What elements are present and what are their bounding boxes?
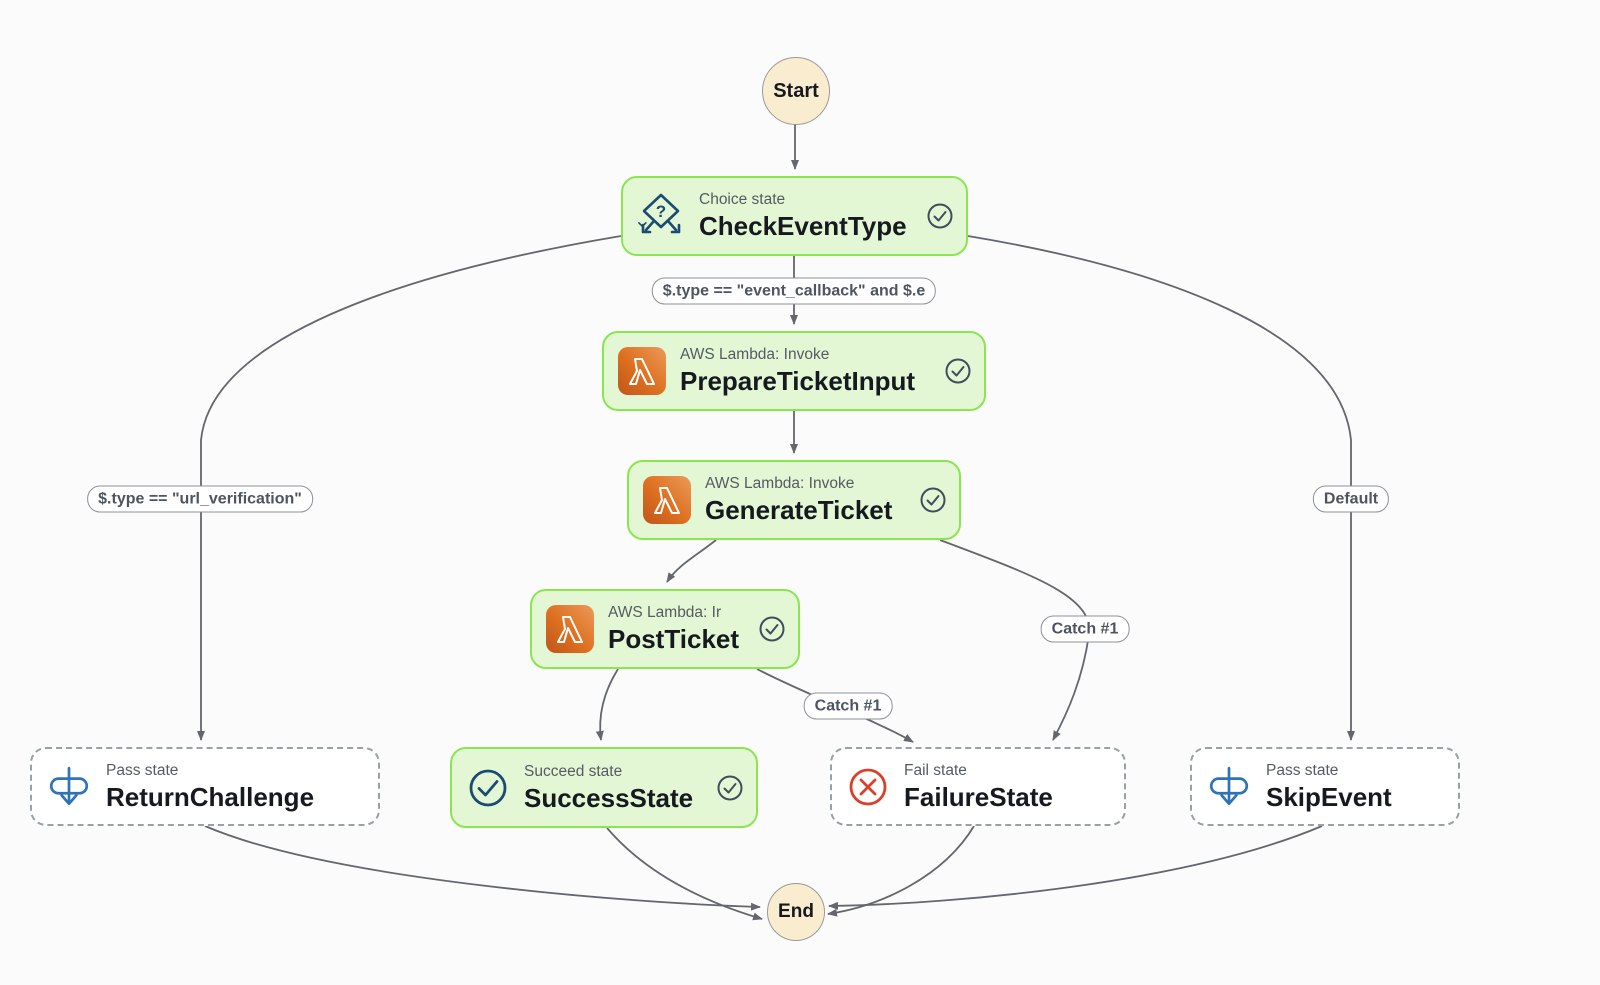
- state-type-label: AWS Lambda: Invoke: [680, 346, 830, 363]
- state-skip-event[interactable]: Pass state SkipEvent: [1190, 747, 1460, 826]
- status-succeeded-icon: [919, 486, 947, 514]
- edge-generate-to-post: [666, 539, 717, 583]
- lambda-icon: [618, 347, 666, 395]
- state-type-label: AWS Lambda: Ir: [608, 604, 722, 621]
- pass-state-icon: [1206, 764, 1252, 810]
- pass-state-icon: [46, 764, 92, 810]
- status-succeeded-icon: [758, 615, 786, 643]
- end-label: End: [778, 901, 814, 922]
- status-succeeded-icon: [944, 357, 972, 385]
- state-generate-ticket[interactable]: AWS Lambda: Invoke GenerateTicket: [627, 460, 961, 540]
- state-check-event-type[interactable]: ? Choice state CheckEventType: [621, 176, 968, 256]
- start-node[interactable]: Start: [762, 57, 830, 125]
- status-succeeded-icon: [926, 202, 954, 230]
- edge-return-to-end: [204, 825, 761, 911]
- end-node[interactable]: End: [767, 883, 825, 941]
- edge-success-to-end: [606, 827, 763, 921]
- edge-check-to-skip-event: [967, 235, 1355, 741]
- lambda-icon: [546, 605, 594, 653]
- fail-state-icon: [846, 765, 890, 809]
- state-post-ticket[interactable]: AWS Lambda: Ir PostTicket: [530, 589, 800, 669]
- state-type-label: Pass state: [1266, 761, 1339, 779]
- state-success-state[interactable]: Succeed state SuccessState: [450, 747, 758, 828]
- edge-label-url-verification-condition[interactable]: $.type == "url_verification": [87, 485, 313, 513]
- state-title: CheckEventType: [699, 211, 907, 241]
- state-title: GenerateTicket: [705, 495, 893, 525]
- state-title: SkipEvent: [1266, 781, 1392, 812]
- state-type-label: Succeed state: [524, 762, 623, 780]
- edge-label-catch-post[interactable]: Catch #1: [803, 692, 893, 720]
- status-succeeded-icon: [716, 774, 744, 802]
- edge-post-to-success: [595, 668, 619, 741]
- state-failure-state[interactable]: Fail state FailureState: [830, 747, 1126, 826]
- state-title: FailureState: [904, 781, 1053, 812]
- edge-label-event-callback-condition[interactable]: $.type == "event_callback" and $.e: [651, 277, 937, 305]
- state-title: ReturnChallenge: [106, 781, 315, 812]
- edge-skip-to-end: [828, 825, 1323, 910]
- state-type-label: Choice state: [699, 191, 786, 208]
- state-title: PostTicket: [608, 624, 740, 654]
- edge-label-default[interactable]: Default: [1312, 485, 1390, 513]
- state-type-label: AWS Lambda: Invoke: [705, 475, 855, 492]
- state-type-label: Pass state: [106, 761, 179, 779]
- state-title: SuccessState: [524, 782, 694, 813]
- edge-label-catch-generate[interactable]: Catch #1: [1040, 615, 1130, 643]
- state-title: PrepareTicketInput: [680, 366, 916, 396]
- start-label: Start: [773, 79, 819, 102]
- state-prepare-ticket-input[interactable]: AWS Lambda: Invoke PrepareTicketInput: [602, 331, 986, 411]
- edge-check-to-return-challenge: [197, 235, 622, 741]
- choice-icon: ?: [637, 192, 685, 240]
- svg-text:?: ?: [656, 202, 666, 221]
- state-return-challenge[interactable]: Pass state ReturnChallenge: [30, 747, 380, 826]
- succeed-state-icon: [466, 766, 510, 810]
- state-type-label: Fail state: [904, 761, 967, 779]
- edge-failure-to-end: [827, 825, 975, 917]
- lambda-icon: [643, 476, 691, 524]
